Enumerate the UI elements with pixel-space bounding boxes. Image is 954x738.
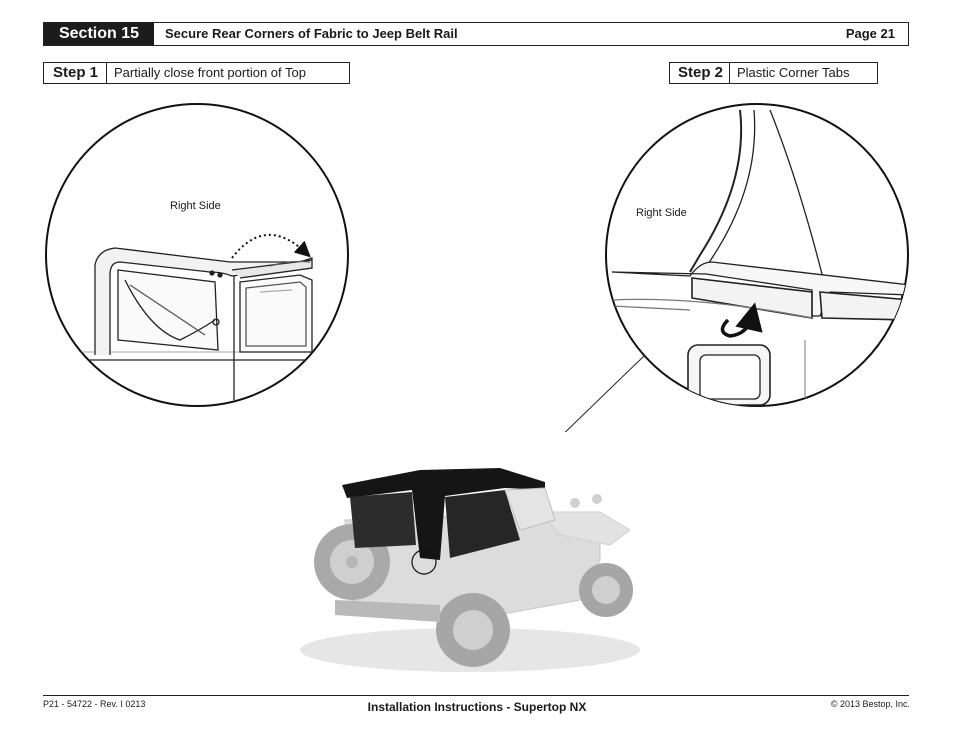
right-callout-label: Right Side [636,207,687,219]
step-1-text: Partially close front portion of Top [114,65,306,80]
step-2-box: Step 2 Plastic Corner Tabs [669,62,878,84]
footer-part-number: P21 - 54722 - Rev. I 0213 [43,699,146,709]
section-header: Section 15 Secure Rear Corners of Fabric… [43,22,909,46]
left-callout-label: Right Side [170,200,221,212]
page-number: Page 21 [845,26,895,41]
footer-title: Installation Instructions - Supertop NX [367,700,587,714]
footer-copyright: © 2013 Bestop, Inc. [830,699,910,709]
step-2-text: Plastic Corner Tabs [737,65,850,80]
dotted-arrow-icon [231,234,311,259]
section-title: Secure Rear Corners of Fabric to Jeep Be… [165,26,458,41]
step-2-label: Step 2 [670,63,730,83]
step-1-detail-circle [45,103,349,407]
footer-divider [43,695,909,696]
step-1-box: Step 1 Partially close front portion of … [43,62,350,84]
step-1-label: Step 1 [44,63,107,83]
rotate-arrow-icon [720,302,763,338]
step-2-detail-circle [605,103,909,407]
jeep-photo [290,432,662,680]
section-badge: Section 15 [44,23,154,45]
